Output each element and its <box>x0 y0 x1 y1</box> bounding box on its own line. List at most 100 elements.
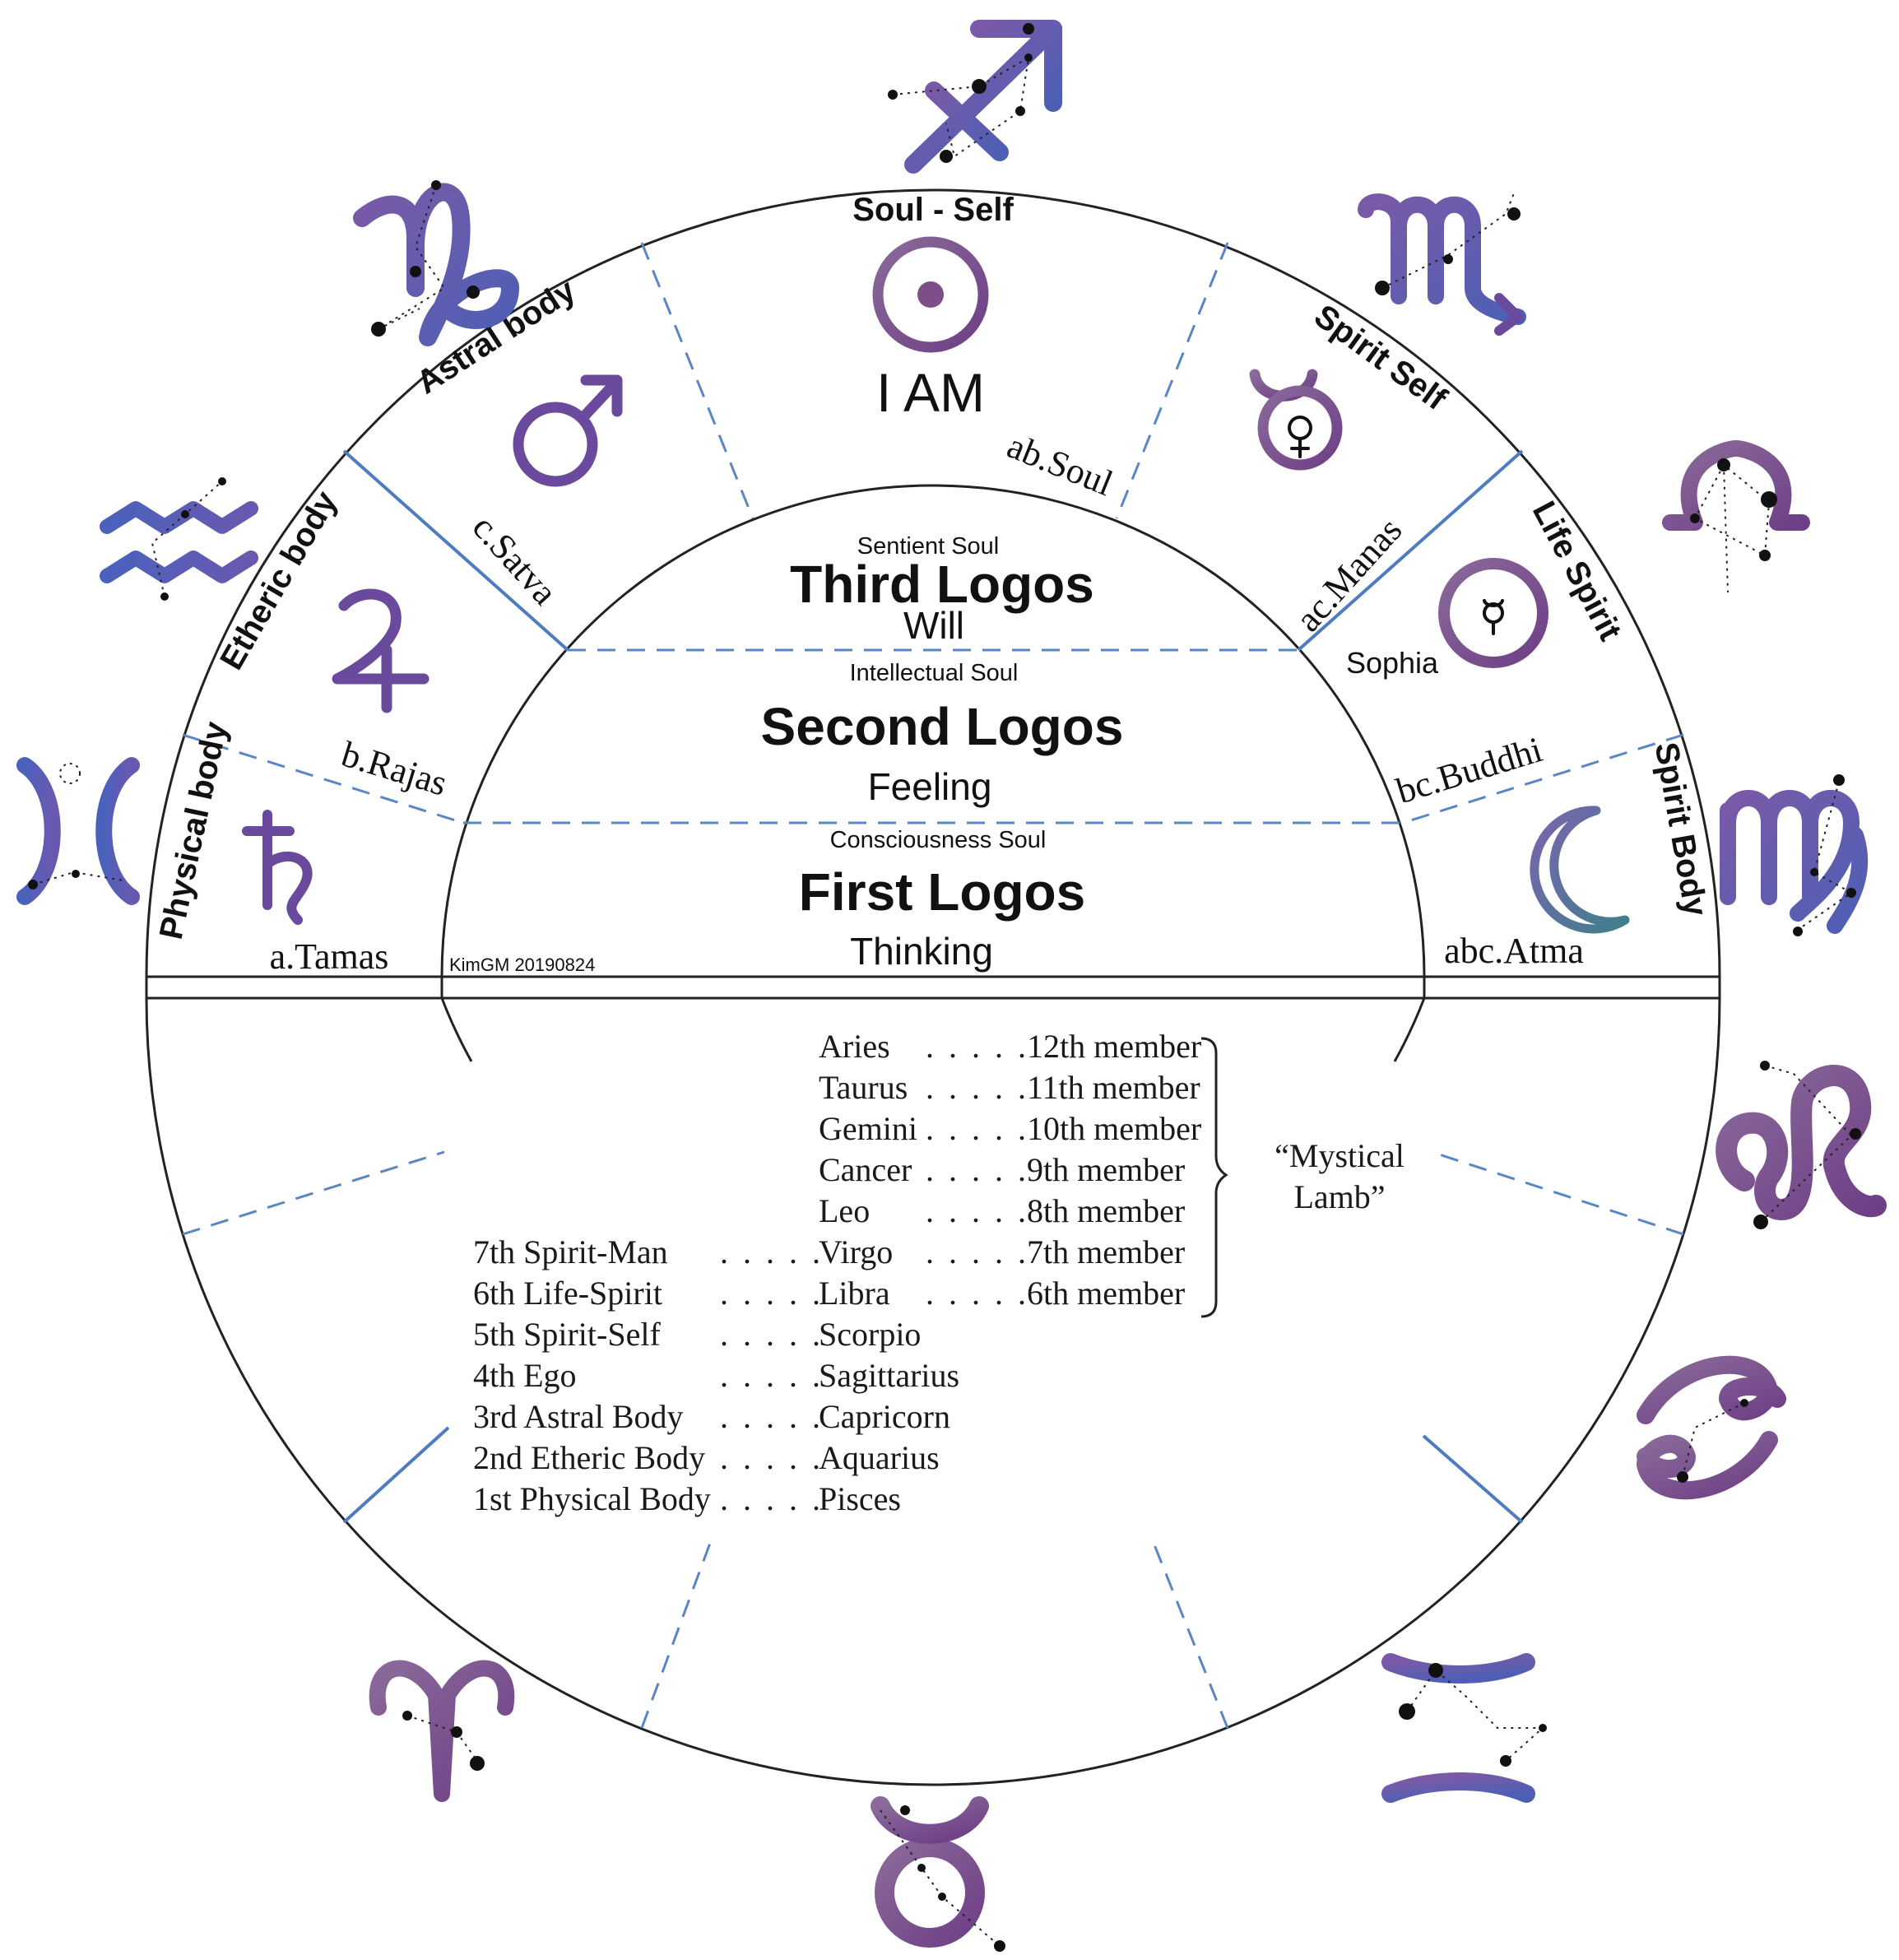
table-row: 4th Ego . . . . .Sagittarius <box>473 1357 959 1394</box>
virgo-icon <box>1720 774 1869 936</box>
sagittarius-icon <box>888 20 1062 174</box>
credit-label: KimGM 20190824 <box>449 954 595 975</box>
tamas-label: a.Tamas <box>270 936 389 977</box>
physical-body-label: Physical body <box>153 718 234 942</box>
leader-dots: . . . . . <box>926 1233 1029 1270</box>
member-ordinal: 4th Ego <box>473 1357 577 1394</box>
third-logos-label: Third Logos <box>790 555 1094 614</box>
table-row: 7th Spirit-Man. . . . .Virgo. . . . .7th… <box>473 1233 1185 1270</box>
leader-dots: . . . . . <box>720 1316 824 1353</box>
member-number: 10th member <box>1027 1110 1201 1147</box>
leader-dots: . . . . . <box>926 1192 1029 1229</box>
sign-name: Aquarius <box>819 1439 940 1476</box>
leader-dots: . . . . . <box>720 1275 824 1312</box>
leader-dots: . . . . . <box>720 1439 824 1476</box>
member-number: 12th member <box>1027 1028 1201 1065</box>
thinking-label: Thinking <box>850 930 993 973</box>
mystical-lamb-label: “Mystical Lamb” <box>1275 1137 1405 1215</box>
leader-dots: . . . . . <box>720 1233 824 1270</box>
second-logos-band: Intellectual Soul Second Logos Feeling <box>761 660 1124 808</box>
aquarius-icon <box>100 477 258 601</box>
feeling-label: Feeling <box>868 765 992 808</box>
sign-name: Taurus <box>819 1069 908 1106</box>
leader-dots: . . . . . <box>926 1028 1029 1065</box>
table-row: Aries. . . . .12th member <box>819 1028 1201 1065</box>
intellectual-soul-label: Intellectual Soul <box>850 660 1019 686</box>
aries-icon <box>369 1660 515 1802</box>
leader-dots: . . . . . <box>720 1357 824 1394</box>
sign-name: Pisces <box>819 1480 901 1517</box>
first-logos-label: First Logos <box>799 862 1085 922</box>
consciousness-soul-label: Consciousness Soul <box>830 827 1047 853</box>
sign-name: Scorpio <box>819 1316 921 1353</box>
sign-name: Sagittarius <box>819 1357 959 1394</box>
saturn-icon <box>242 810 313 925</box>
mars-icon <box>513 374 623 487</box>
sign-name: Gemini <box>819 1110 917 1147</box>
table-row: 6th Life-Spirit. . . . .Libra. . . . .6t… <box>473 1275 1185 1312</box>
leader-dots: . . . . . <box>720 1480 824 1517</box>
gemini-icon <box>1381 1653 1547 1803</box>
mercury-icon <box>1249 369 1343 528</box>
pisces-icon <box>8 757 148 905</box>
manas-label: ac.Manas <box>1288 510 1409 639</box>
rajas-label: b.Rajas <box>337 734 452 804</box>
sector-dividers-lower <box>182 1150 1684 1729</box>
will-label: Will <box>903 604 964 647</box>
third-logos-band: Sentient Soul Third Logos Will <box>790 533 1094 647</box>
table-row: 1st Physical Body. . . . .Pisces <box>473 1480 901 1517</box>
cancer-icon <box>1637 1355 1786 1500</box>
satva-label: c.Satva <box>465 507 565 612</box>
leader-dots: . . . . . <box>926 1151 1029 1188</box>
sophia-label: Sophia <box>1346 646 1439 680</box>
moon-icon <box>1530 806 1630 934</box>
member-ordinal: 6th Life-Spirit <box>473 1275 662 1312</box>
first-logos-band: Consciousness Soul First Logos Thinking <box>799 827 1085 973</box>
leader-dots: . . . . . <box>926 1110 1029 1147</box>
table-row: 2nd Etheric Body . . . . .Aquarius <box>473 1439 940 1476</box>
table-row: 5th Spirit-Self . . . . .Scorpio <box>473 1316 921 1353</box>
sign-name: Cancer <box>819 1151 912 1188</box>
spirit-body-label: Spirit Body <box>1648 740 1715 919</box>
mystical-label: “Mystical <box>1275 1137 1405 1174</box>
scorpio-icon <box>1358 193 1526 336</box>
capricorn-icon <box>353 180 519 346</box>
sign-name: Leo <box>819 1192 870 1229</box>
lamb-label: Lamb” <box>1293 1178 1385 1215</box>
member-bracket <box>1200 1037 1228 1318</box>
member-number: 8th member <box>1027 1192 1185 1229</box>
member-ordinal: 2nd Etheric Body <box>473 1439 705 1476</box>
soul-self-label: Soul - Self <box>852 192 1014 228</box>
leader-dots: . . . . . <box>926 1069 1029 1106</box>
member-ordinal: 1st Physical Body <box>473 1480 711 1517</box>
atma-label: abc.Atma <box>1444 931 1584 971</box>
member-number: 9th member <box>1027 1151 1185 1188</box>
venus-icon <box>1438 558 1548 726</box>
leader-dots: . . . . . <box>720 1398 824 1435</box>
second-logos-label: Second Logos <box>761 697 1124 756</box>
table-row: Taurus . . . . .11th member <box>819 1069 1200 1106</box>
sector-dividers-upper <box>182 242 1684 824</box>
taurus-icon <box>871 1796 1005 1952</box>
inner-ring <box>440 484 1426 1062</box>
member-number: 7th member <box>1027 1233 1185 1270</box>
sign-name: Capricorn <box>819 1398 950 1435</box>
libra-icon <box>1633 440 1835 593</box>
leo-icon <box>1716 1061 1887 1229</box>
member-number: 11th member <box>1027 1069 1200 1106</box>
table-row: Leo . . . . .8th member <box>819 1192 1185 1229</box>
member-ordinal: 7th Spirit-Man <box>473 1233 668 1270</box>
sign-name: Libra <box>819 1275 890 1312</box>
outer-ring <box>145 188 1721 1786</box>
member-ordinal: 5th Spirit-Self <box>473 1316 661 1353</box>
member-ordinal: 3rd Astral Body <box>473 1398 684 1435</box>
buddhi-label: bc.Buddhi <box>1392 729 1547 811</box>
table-row: 3rd Astral Body . . . . .Capricorn <box>473 1398 950 1435</box>
member-number: 6th member <box>1027 1275 1185 1312</box>
sentient-soul-label: Sentient Soul <box>857 533 1000 560</box>
table-row: Cancer . . . . .9th member <box>819 1151 1185 1188</box>
jupiter-icon <box>332 588 429 713</box>
sign-name: Virgo <box>819 1233 893 1270</box>
